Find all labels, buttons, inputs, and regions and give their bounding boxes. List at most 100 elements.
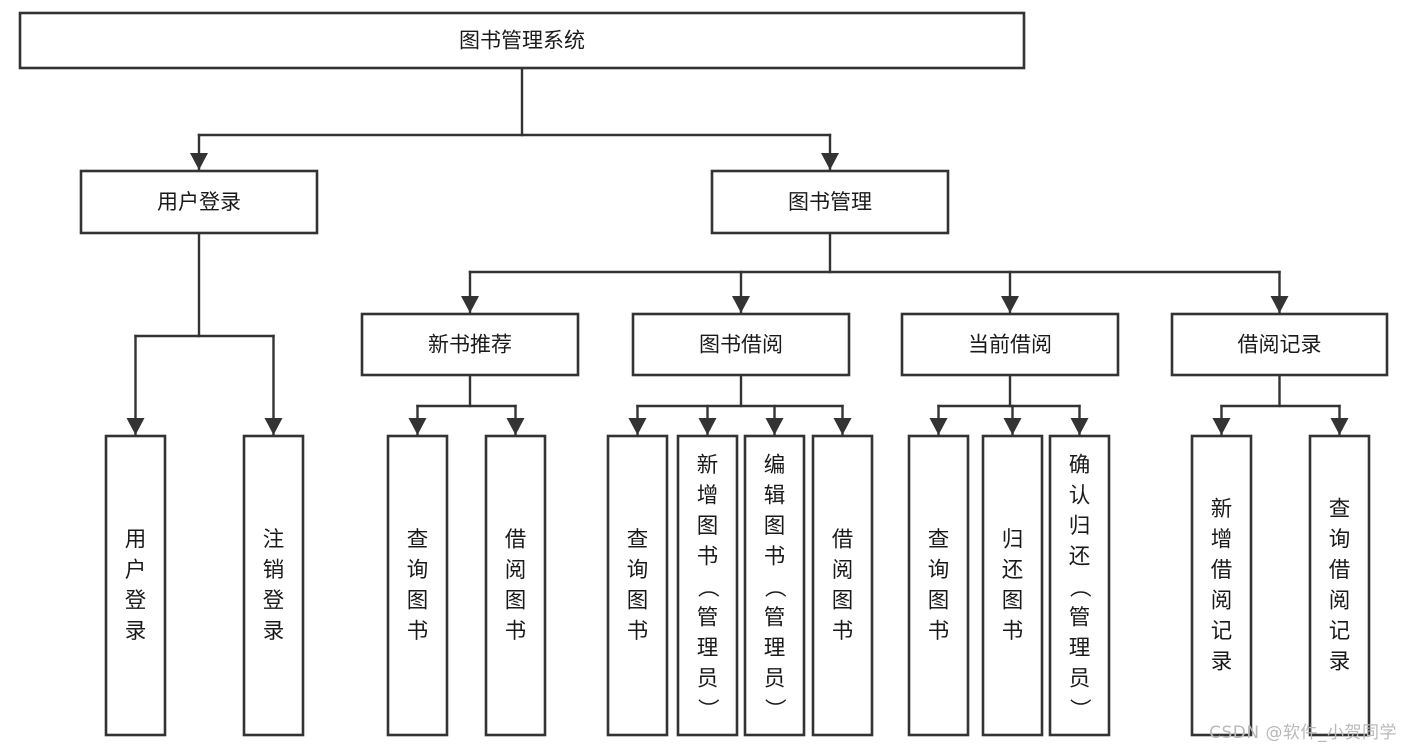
- node-root[interactable]: 图书管理系统: [18, 11, 1026, 70]
- node-box: [1308, 434, 1371, 737]
- arrow-head-icon: [1003, 418, 1022, 435]
- node-box: [743, 434, 806, 737]
- node-label-char: 阅: [505, 558, 527, 583]
- node-label-char: 新: [697, 453, 719, 478]
- node-label-char: 录: [125, 619, 147, 644]
- node-box: [631, 312, 851, 377]
- node-label-char: 询: [1329, 528, 1351, 553]
- node-label-char: 阅: [832, 558, 854, 583]
- node-label-char: 查: [627, 528, 649, 553]
- node-label-char: 员: [697, 667, 719, 692]
- arrow-head-icon: [1270, 296, 1289, 313]
- arrow-head-icon: [461, 296, 479, 313]
- node-label-char: 理: [697, 636, 719, 661]
- node-label-char: 阅: [1211, 589, 1233, 614]
- node-label-char: 阅: [1329, 589, 1351, 614]
- node-label: 当前借阅: [968, 333, 1052, 357]
- node-borrow-record[interactable]: 借阅记录: [1170, 312, 1389, 377]
- node-label-char: 编: [764, 453, 786, 478]
- node-book-borrow[interactable]: 图书借阅: [631, 312, 851, 377]
- arrow-head-icon: [264, 418, 283, 435]
- node-label: 图书管理系统: [459, 29, 585, 53]
- node-label-char: 记: [1211, 619, 1233, 644]
- arrow-head-icon: [190, 153, 208, 170]
- arrow-head-icon: [506, 418, 525, 435]
- node-label-char: 认: [1069, 484, 1091, 509]
- arrow-head-icon: [821, 153, 839, 170]
- node-label-char: 归: [1069, 514, 1091, 539]
- node-layer: 图书管理系统用户登录图书管理新书推荐图书借阅当前借阅借阅记录用户登录注销登录查询…: [18, 11, 1389, 737]
- node-box: [606, 434, 669, 737]
- node-label-char: 录: [1329, 650, 1351, 675]
- node-label-char: 登: [125, 589, 147, 614]
- node-current-borrow[interactable]: 当前借阅: [900, 312, 1120, 377]
- node-label-char: 记: [1329, 619, 1351, 644]
- node-label: 借阅记录: [1238, 333, 1322, 357]
- node-label: 图书借阅: [699, 333, 783, 357]
- node-label-char: 增: [697, 484, 719, 509]
- node-book-manage[interactable]: 图书管理: [710, 169, 950, 235]
- node-box: [242, 434, 305, 737]
- node-label-char: 书: [407, 619, 429, 644]
- node-label-char: 书: [505, 619, 527, 644]
- node-user-login[interactable]: 用户登录: [79, 169, 319, 235]
- arrow-head-icon: [1001, 296, 1019, 313]
- node-label-char: 员: [764, 667, 786, 692]
- arrow-head-icon: [765, 418, 784, 435]
- node-label-char: ）: [695, 698, 720, 720]
- node-box: [18, 11, 1026, 70]
- node-box: [360, 312, 580, 377]
- arrow-head-icon: [698, 418, 717, 435]
- node-label-char: 借: [832, 528, 854, 553]
- node-label-char: 增: [1211, 528, 1233, 553]
- node-label-char: 询: [407, 558, 429, 583]
- node-label-char: 借: [1329, 558, 1351, 583]
- node-label-char: 确: [1069, 453, 1091, 478]
- arrow-head-icon: [1330, 418, 1349, 435]
- arrow-head-icon: [408, 418, 427, 435]
- node-label-char: 书: [627, 619, 649, 644]
- node-box: [1048, 434, 1111, 737]
- node-box: [1190, 434, 1253, 737]
- arrow-head-icon: [126, 418, 145, 435]
- arrow-head-icon: [1070, 418, 1089, 435]
- node-label-char: 书: [764, 545, 786, 570]
- node-label-char: 书: [928, 619, 950, 644]
- node-label-char: 户: [125, 558, 147, 583]
- node-box: [104, 434, 167, 737]
- node-label-char: 还: [1069, 545, 1091, 570]
- node-label-char: ）: [1067, 698, 1092, 720]
- node-label-char: 归: [1002, 528, 1024, 553]
- node-label-char: 图: [1002, 589, 1024, 614]
- node-label-char: 销: [263, 558, 285, 583]
- node-label-char: 查: [1329, 497, 1351, 522]
- node-label-char: （: [1067, 576, 1092, 598]
- node-label: 新书推荐: [428, 333, 512, 357]
- node-label-char: 借: [1211, 558, 1233, 583]
- node-label-char: 理: [1069, 636, 1091, 661]
- node-label-char: 查: [928, 528, 950, 553]
- node-new-book-recommend[interactable]: 新书推荐: [360, 312, 580, 377]
- node-label: 用户登录: [157, 190, 241, 214]
- node-label-char: 询: [627, 558, 649, 583]
- node-box: [676, 434, 739, 737]
- node-leaf-user-login[interactable]: 用户登录: [104, 434, 167, 737]
- node-box: [1170, 312, 1389, 377]
- node-label-char: 书: [1002, 619, 1024, 644]
- node-label-char: 录: [1211, 650, 1233, 675]
- node-label-char: 管: [697, 606, 719, 631]
